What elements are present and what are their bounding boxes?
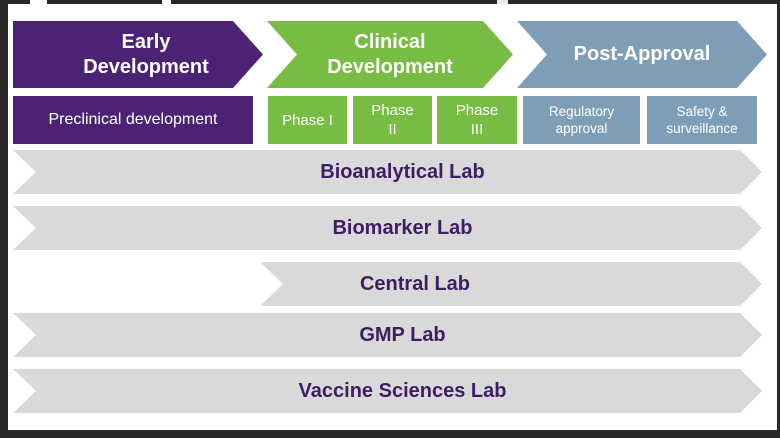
- substage-regulatory-approval: Regulatory approval: [523, 96, 640, 144]
- substage-phase-3: Phase III: [437, 96, 517, 144]
- substage-safety-surveillance: Safety & surveillance: [647, 96, 757, 144]
- lab-label: Biomarker Lab: [332, 216, 473, 239]
- top-border-gap: [497, 0, 508, 4]
- substage-label: Phase III: [455, 102, 499, 138]
- lab-label: Central Lab: [359, 272, 471, 295]
- substage-label: Phase I: [282, 111, 333, 129]
- stage-clinical-development: Clinical Development: [267, 21, 513, 88]
- stage-early-development: Early Development: [13, 21, 263, 88]
- substage-label: Safety & surveillance: [666, 104, 738, 136]
- lab-bar-gmp: [13, 313, 762, 357]
- top-border-gap: [162, 0, 171, 4]
- substage-label: Regulatory approval: [548, 104, 615, 136]
- lab-bar-central: [260, 262, 762, 306]
- lab-label: Bioanalytical Lab: [320, 160, 485, 183]
- substage-label: Phase II: [371, 102, 414, 138]
- substage-preclinical-development: Preclinical development: [13, 96, 253, 144]
- stage-label: Clinical Development: [327, 30, 453, 78]
- lab-bar-vaccine-sciences: [13, 369, 762, 413]
- substage-phase-1: Phase I: [268, 96, 347, 144]
- top-border-gap: [30, 0, 47, 4]
- lab-bar-biomarker: [13, 206, 762, 250]
- stage-label: Post-Approval: [573, 43, 711, 65]
- lab-label: Vaccine Sciences Lab: [298, 379, 507, 402]
- substage-label: Preclinical development: [48, 111, 218, 128]
- stage-post-approval: Post-Approval: [517, 21, 767, 88]
- lab-label: GMP Lab: [359, 323, 446, 346]
- substage-phase-2: Phase II: [353, 96, 432, 144]
- lab-bar-bioanalytical: [13, 150, 762, 194]
- stage-label: Early Development: [83, 30, 209, 78]
